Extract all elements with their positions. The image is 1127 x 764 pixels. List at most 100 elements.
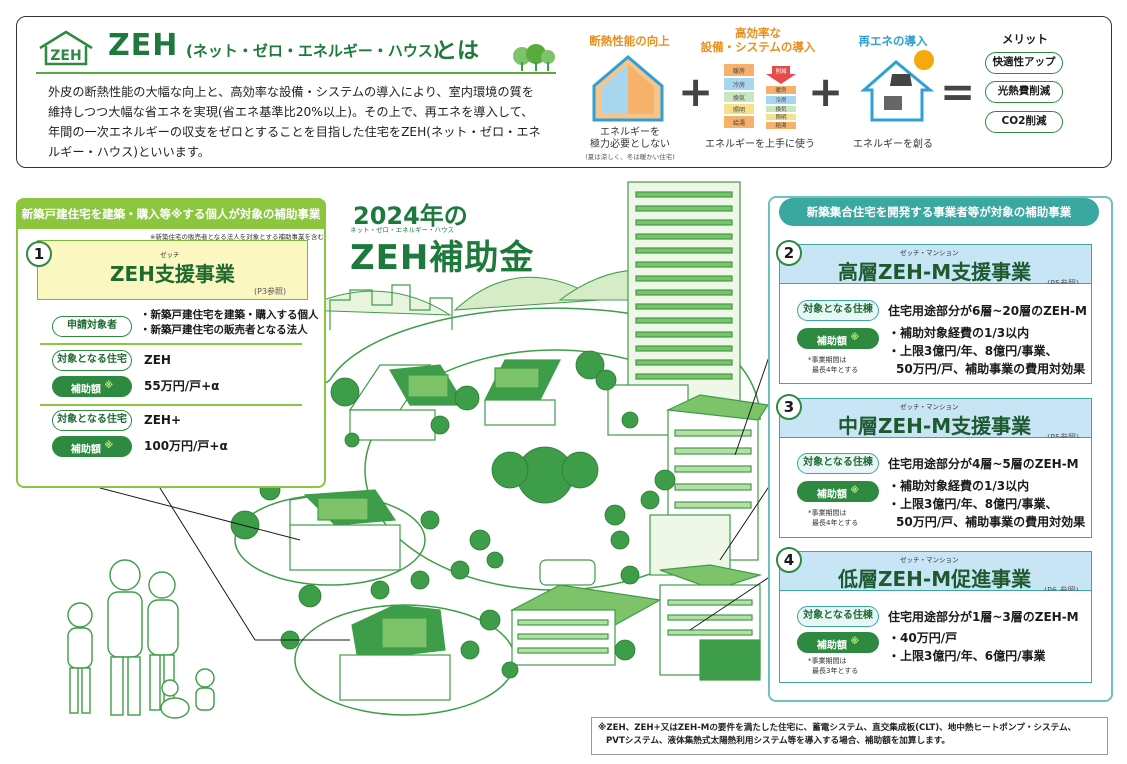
zeh-support-ref: (P3参照) [254, 287, 287, 296]
insulation-caption-2: 極力必要としない [590, 139, 670, 150]
high-rise-card-header [779, 244, 1092, 284]
high-rise-ruby: ゼッチ・マンション [900, 249, 959, 257]
divider [40, 404, 302, 406]
equipment-title-1: 高効率な [735, 26, 781, 40]
mid-rise-housing-label: 対象となる住棟 [797, 453, 879, 474]
energy-label: 給湯 [775, 121, 787, 129]
merit-utility-cost: 光熱費削減 [985, 81, 1063, 103]
high-rise-subsidy-2: ・上限3億円/年、8億円/事業、 [888, 344, 1058, 358]
mid-rise-title: 中層ZEH-M支援事業 [838, 414, 1032, 438]
applicant-value-2: ・新築戸建住宅の販売者となる法人 [140, 324, 308, 336]
insulation-house-icon [592, 55, 664, 122]
high-rise-housing-value: 住宅用途部分が6層~20層のZEH-M [888, 304, 1087, 318]
housing-value-zeh: ZEH [144, 353, 171, 367]
multi-unit-panel-header: 新築集合住宅を開発する事業者等が対象の補助事業 [779, 198, 1099, 226]
mid-rise-ref: (P5参照) [1047, 432, 1079, 443]
card-number-4: 4 [776, 547, 802, 573]
detached-panel-note: ※新築住宅の販売者となる法人を対象とする補助事業を含む [150, 233, 325, 241]
energy-label: 冷房 [775, 96, 787, 104]
equals-sign: = [940, 67, 976, 116]
logo-text: ZEH [50, 48, 81, 64]
high-rise-housing-label: 対象となる住棟 [797, 300, 879, 321]
plus-sign-1: + [678, 67, 714, 116]
energy-label: 給湯 [733, 119, 745, 127]
solar-house-icon [860, 50, 935, 122]
intro-line: ルギー・ハウス)といいます。 [48, 145, 210, 159]
center-title: ZEH補助金 [350, 238, 535, 278]
footnote-line-2: PVTシステム、液体集熱式太陽熱利用システム等を導入する場合、補助額を加算します… [606, 736, 950, 746]
energy-label: 冷房 [733, 81, 745, 89]
low-rise-housing-label: 対象となる住棟 [797, 606, 879, 627]
center-year: 2024年の [353, 202, 468, 230]
energy-label: 照明 [733, 107, 745, 114]
bottom-footnote: ※ZEH、ZEH+又はZEH-Mの要件を満たした住宅に、蓄電システム、直交集成板… [591, 717, 1108, 755]
card-number-3: 3 [776, 394, 802, 420]
intro-line: 外皮の断熱性能の大幅な向上と、高効率な設備・システムの導入により、室内環境の質を [48, 85, 534, 99]
mid-rise-card-header [779, 398, 1092, 438]
card-number-2: 2 [776, 240, 802, 266]
mid-rise-period-note-2: 最長4年とする [812, 519, 859, 527]
low-rise-title: 低層ZEH-M促進事業 [838, 567, 1032, 591]
energy-label: 暖房 [775, 86, 787, 94]
housing-label-zeh: 対象となる住宅 [52, 350, 132, 371]
mid-rise-period-note-1: *事業期間は [808, 509, 847, 517]
applicant-value-1: ・新築戸建住宅を建築・購入する個人 [140, 309, 319, 321]
high-rise-period-note-1: *事業期間は [808, 356, 847, 364]
high-rise-subsidy-label: 補助額 ※ [797, 328, 879, 349]
reduction-label: 削減 [775, 67, 787, 75]
energy-label: 暖房 [733, 67, 745, 75]
subsidy-label-zeh-plus: 補助額 ※ [52, 436, 132, 457]
low-rise-subsidy-1: ・40万円/戸 [888, 631, 958, 645]
subsidy-label-zeh: 補助額 ※ [52, 376, 132, 397]
divider [40, 343, 302, 345]
high-rise-title: 高層ZEH-M支援事業 [838, 260, 1032, 284]
subsidy-value-zeh-plus: 100万円/戸+α [144, 439, 228, 453]
low-rise-subsidy-2: ・上限3億円/年、6億円/事業 [888, 649, 1046, 663]
zeh-support-title: ZEH支援事業 [110, 262, 235, 286]
renewable-caption: エネルギーを創る [853, 139, 933, 150]
low-rise-subsidy-label: 補助額 ※ [797, 632, 879, 653]
low-rise-housing-value: 住宅用途部分が1層~3層のZEH-M [888, 610, 1079, 624]
intro-title-main: ZEH [108, 28, 179, 63]
low-rise-ruby: ゼッチ・マンション [900, 556, 959, 564]
intro-line: 維持しつつ大幅な省エネを実現(省エネ基準比20%以上)。その上で、再エネを導入し… [48, 105, 534, 119]
mid-rise-subsidy-3: 50万円/戸、補助事業の費用対効果 [896, 515, 1086, 529]
equipment-title-2: 設備・システムの導入 [700, 40, 816, 54]
energy-label: 換気 [733, 94, 745, 102]
insulation-title: 断熱性能の向上 [589, 34, 670, 48]
center-ruby: ネット・ゼロ・エネルギー・ハウス [350, 226, 454, 234]
energy-label: 照明 [775, 114, 787, 121]
low-rise-period-note-1: *事業期間は [808, 657, 847, 665]
detached-panel-header: 新築戸建住宅を建築・購入等※する個人が対象の補助事業 [16, 199, 326, 229]
subsidy-value-zeh: 55万円/戸+α [144, 379, 220, 393]
intro-title-sub: (ネット・ゼロ・エネルギー・ハウス) [186, 42, 440, 60]
insulation-caption-1: エネルギーを [600, 127, 660, 138]
footnote-line-1: ※ZEH、ZEH+又はZEH-Mの要件を満たした住宅に、蓄電システム、直交集成板… [598, 723, 1077, 733]
housing-label-zeh-plus: 対象となる住宅 [52, 410, 132, 431]
mid-rise-subsidy-1: ・補助対象経費の1/3以内 [888, 479, 1030, 493]
energy-label: 換気 [775, 105, 787, 113]
equipment-caption: エネルギーを上手に使う [705, 139, 815, 150]
title-underline [36, 72, 556, 74]
mid-rise-subsidy-2: ・上限3億円/年、8億円/事業、 [888, 497, 1058, 511]
intro-title-suffix: とは [435, 39, 480, 64]
high-rise-ref: (P5参照) [1047, 278, 1079, 289]
merit-co2: CO2削減 [985, 111, 1063, 133]
intro-box [16, 16, 1112, 168]
intro-description: 外皮の断熱性能の大幅な向上と、高効率な設備・システムの導入により、室内環境の質を… [48, 82, 553, 162]
zeh-house-logo-icon: ZEH [39, 30, 93, 66]
housing-value-zeh-plus: ZEH+ [144, 413, 181, 427]
high-rise-period-note-2: 最長4年とする [812, 366, 859, 374]
mid-rise-housing-value: 住宅用途部分が4層~5層のZEH-M [888, 457, 1079, 471]
zeh-ruby: ゼッチ [160, 251, 180, 259]
zeh-support-card-header [37, 240, 308, 300]
intro-line: 年間の一次エネルギーの収支をゼロとすることを目指した住宅をZEH(ネット・ゼロ・… [48, 125, 541, 139]
trees-icon [513, 44, 555, 71]
mid-rise-subsidy-label: 補助額 ※ [797, 481, 879, 502]
equipment-energy-icon: 暖房 冷房 換気 照明 給湯 削減 暖房 冷房 換気 照明 給湯 [724, 64, 796, 129]
merit-comfort: 快適性アップ [985, 52, 1063, 74]
low-rise-ref: (P6 参照) [1044, 585, 1079, 596]
renewable-title: 再エネの導入 [858, 34, 928, 48]
mid-rise-ruby: ゼッチ・マンション [900, 403, 959, 411]
